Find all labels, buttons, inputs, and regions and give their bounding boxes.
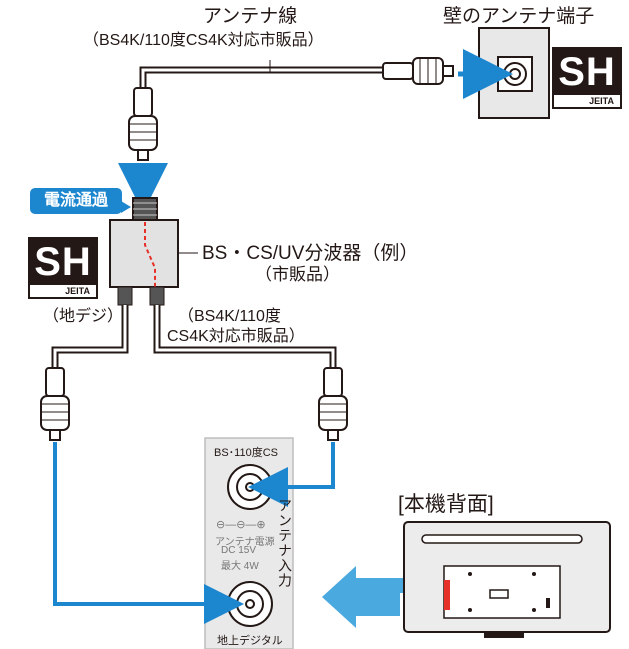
power-line-1: アンテナ電源 [215, 537, 275, 548]
splitter-note: （市販品） [255, 265, 340, 284]
antenna-cable-note: （BS4K/110度CS4K対応市販品） [83, 32, 324, 49]
cable-bs [153, 305, 337, 372]
wall-terminal-label: 壁のアンテナ端子 [443, 6, 595, 27]
tv-back [403, 521, 611, 638]
bs-cable-note-line1: （BS4K/110度 [178, 308, 281, 325]
antenna-cable-label: アンテナ線 [203, 6, 298, 27]
polarity-symbol: ⊖—⊖—⊕ [216, 519, 266, 531]
tv-back-label: [本機背面] [398, 493, 494, 516]
bs-port-label: BS･110度CS [214, 447, 278, 459]
sh-mark-left-small: JEITA [65, 286, 90, 296]
sh-mark-left-big: SH [30, 239, 96, 285]
power-line-2: DC 15V [221, 545, 257, 556]
plug-top-left [128, 87, 158, 161]
sh-mark-top-small: JEITA [589, 96, 614, 106]
sh-mark-left: SH JEITA [28, 237, 98, 299]
antenna-cable-top [139, 60, 385, 92]
wall-antenna-terminal [478, 27, 550, 119]
wall-plug [382, 57, 454, 85]
cable-terrestrial [51, 305, 129, 372]
sh-mark-top-big: SH [554, 49, 620, 95]
splitter-label: BS・CS/UV分波器（例） [202, 243, 419, 264]
antenna-input-label: アンテナ入力 [277, 498, 293, 588]
power-line-3: 最大 4W [221, 561, 259, 572]
plug-bottom-right [318, 367, 348, 441]
terrestrial-port-label: 地上デジタル [217, 635, 283, 647]
arrow-to-panel [322, 566, 400, 628]
plug-bottom-left [40, 367, 70, 441]
terrestrial-cable-label: （地デジ） [43, 308, 124, 325]
current-pass-callout: 電流通過 [30, 188, 131, 214]
sh-mark-top: SH JEITA [552, 47, 622, 109]
bs-cable-note-line2: CS4K対応市販品） [167, 328, 305, 345]
splitter-body [109, 197, 198, 306]
